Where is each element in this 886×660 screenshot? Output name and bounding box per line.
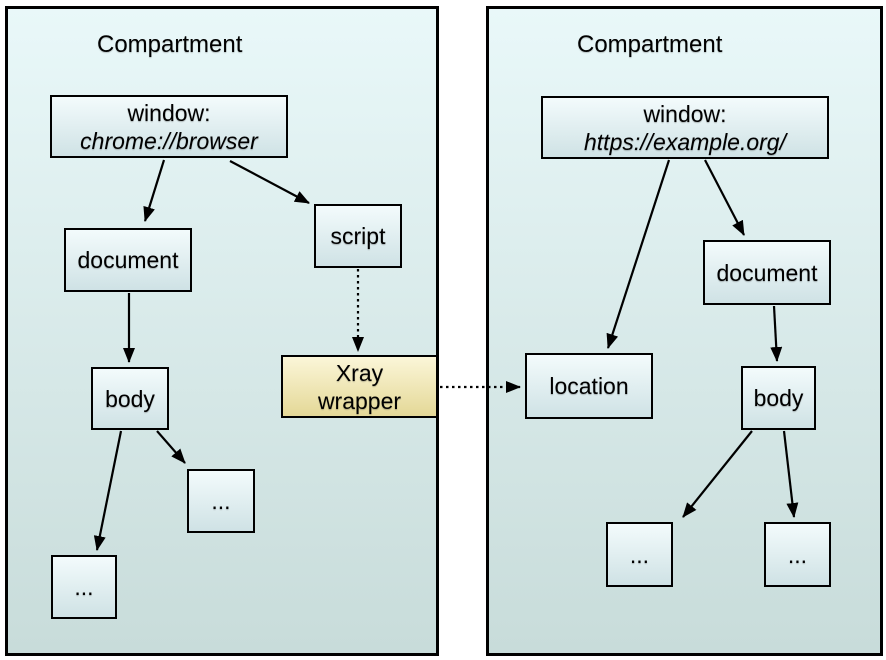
node-right-child-ellipsis-2: ... bbox=[764, 522, 831, 587]
node-left-window: window: chrome://browser bbox=[50, 95, 288, 158]
right-child-ellipsis-1-label: ... bbox=[629, 541, 650, 568]
left-child-ellipsis-1-label: ... bbox=[211, 488, 231, 514]
node-left-child-ellipsis-1: ... bbox=[187, 469, 255, 533]
node-left-document: document bbox=[64, 228, 192, 292]
node-right-child-ellipsis-1: ... bbox=[606, 522, 673, 587]
right-child-ellipsis-2-label: ... bbox=[787, 541, 808, 568]
node-left-script: script bbox=[314, 204, 402, 268]
left-window-url: chrome://browser bbox=[80, 127, 258, 154]
right-document-label: document bbox=[716, 259, 818, 286]
left-document-label: document bbox=[77, 247, 179, 273]
left-window-label: window: bbox=[127, 99, 211, 126]
node-right-document: document bbox=[703, 240, 831, 305]
left-script-label: script bbox=[330, 223, 386, 249]
xray-wrapper-label-line1: Xray bbox=[335, 359, 384, 386]
left-child-ellipsis-2-label: ... bbox=[74, 574, 94, 600]
node-left-child-ellipsis-2: ... bbox=[51, 555, 117, 619]
node-xray-wrapper: Xray wrapper bbox=[281, 355, 438, 418]
xray-wrapper-label-line2: wrapper bbox=[317, 387, 402, 414]
right-window-url: https://example.org/ bbox=[584, 128, 786, 155]
left-body-label: body bbox=[105, 385, 155, 412]
node-right-body: body bbox=[741, 366, 816, 430]
right-compartment-title: Compartment bbox=[577, 31, 723, 58]
right-window-label: window: bbox=[643, 100, 727, 127]
left-compartment-title: Compartment bbox=[97, 31, 243, 58]
right-body-label: body bbox=[753, 385, 804, 411]
right-location-label: location bbox=[549, 373, 629, 399]
node-right-location: location bbox=[525, 353, 653, 419]
node-right-window: window: https://example.org/ bbox=[541, 96, 829, 159]
node-left-body: body bbox=[91, 367, 169, 430]
